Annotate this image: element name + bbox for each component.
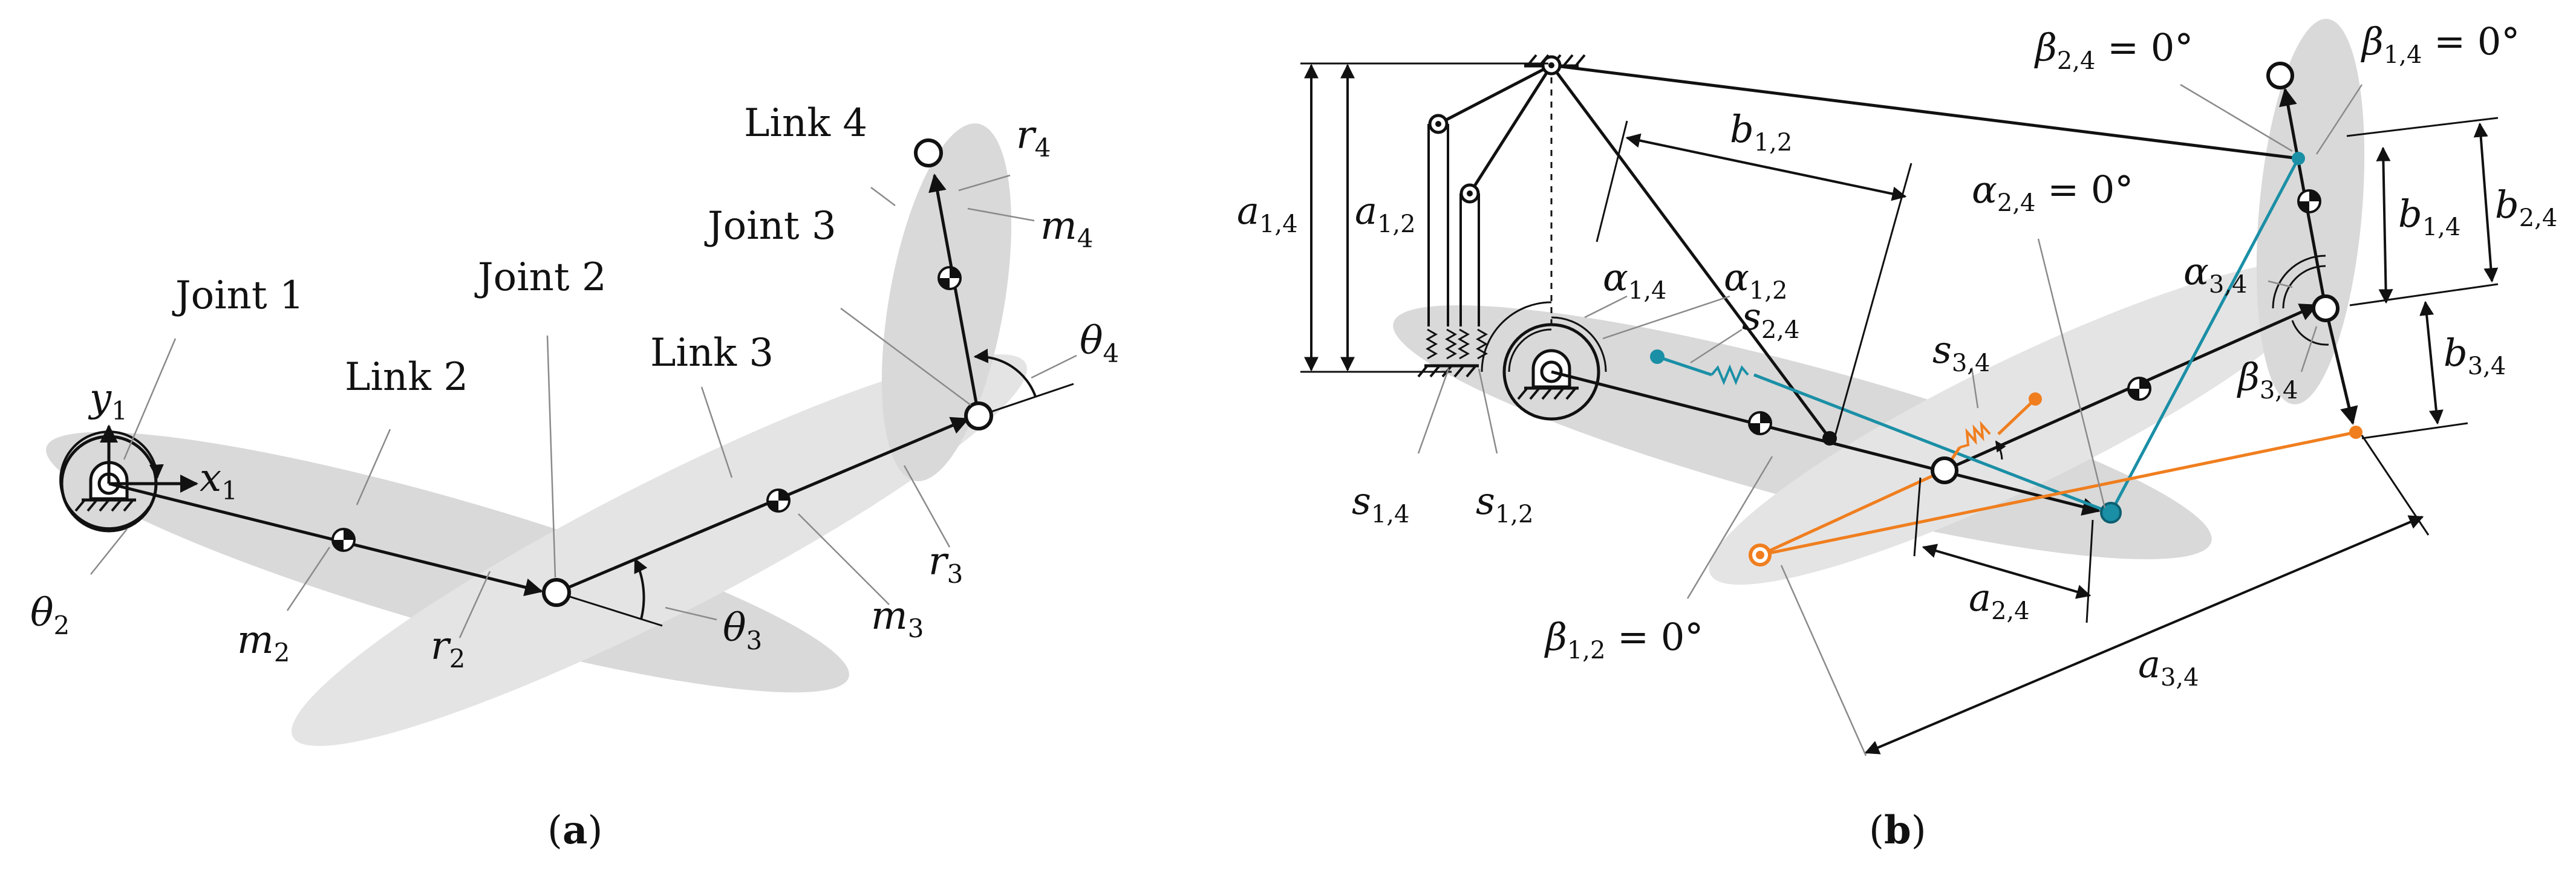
label-r4: r4 <box>1016 113 1051 163</box>
m4-com-b <box>2297 189 2321 213</box>
panel-b: a1,4 a1,2 b1,2 α1,4 α1,2 s2,4 α2,4 = 0° … <box>1237 19 2557 853</box>
teal-upper <box>2109 157 2300 514</box>
r2-vector <box>108 482 543 597</box>
spring-s14 <box>1425 124 1458 360</box>
label-m4: m4 <box>1040 204 1093 253</box>
m3-com <box>766 488 791 513</box>
label-beta14: β1,4 = 0° <box>2361 19 2520 69</box>
label-a34: a3,4 <box>2138 642 2199 692</box>
frame-diag <box>1550 64 1831 440</box>
label-s24: s2,4 <box>1742 294 1799 344</box>
teal-spring <box>1710 364 1749 386</box>
r3-vector <box>556 417 970 594</box>
panel-b-leaders <box>1417 83 2363 599</box>
teal-dot-top <box>2292 152 2305 165</box>
joint3-b <box>2312 294 2340 322</box>
alpha-small-arc <box>1995 440 2006 460</box>
label-beta12: β1,2 = 0° <box>1544 615 1703 664</box>
joint2-b <box>1931 456 1958 484</box>
label-alpha14: α1,4 <box>1603 255 1667 305</box>
m3-com-b <box>2127 377 2151 401</box>
label-a12: a1,2 <box>1355 189 1416 238</box>
m2-com <box>331 528 356 552</box>
label-joint1: Joint 1 <box>172 273 304 318</box>
caption-a: (a) <box>547 808 602 853</box>
joint3-arcs <box>2272 255 2329 346</box>
label-alpha24: α2,4 = 0° <box>1972 167 2133 217</box>
frame-top-line <box>1551 63 2299 160</box>
orange-dot-top <box>2029 392 2042 406</box>
frame-left-a <box>1437 63 1553 126</box>
alpha-arcs <box>1481 301 1607 372</box>
label-link4: Link 4 <box>744 101 867 146</box>
label-a14: a1,4 <box>1237 189 1298 238</box>
label-joint3: Joint 3 <box>704 204 836 248</box>
label-joint2: Joint 2 <box>474 255 607 300</box>
r4-vector <box>928 174 980 417</box>
spring-s12 <box>1457 193 1489 360</box>
label-s34: s3,4 <box>1932 328 1990 377</box>
label-link2: Link 2 <box>345 355 468 400</box>
theta4-arc <box>973 348 1037 397</box>
theta2-arc <box>59 430 164 530</box>
panel-a: Joint 1 Joint 2 Joint 3 Link 2 Link 3 Li… <box>30 101 1119 853</box>
theta3-reference <box>556 591 663 627</box>
joint2 <box>542 578 571 607</box>
orange-spring-tail <box>1997 398 2036 435</box>
m2-com-b <box>1748 411 1772 435</box>
label-theta2: θ2 <box>30 591 70 640</box>
orange-spring <box>1959 421 1991 449</box>
orange-dot-right <box>2349 426 2362 439</box>
label-b24: b2,4 <box>2495 183 2557 232</box>
label-s14: s1,4 <box>1352 479 1409 528</box>
label-beta24: β2,4 = 0° <box>2034 25 2193 75</box>
label-alpha12: α1,2 <box>1724 255 1788 305</box>
label-a24: a2,4 <box>1969 576 2030 625</box>
label-b34: b3,4 <box>2444 331 2506 380</box>
link4-down-vector <box>2324 308 2358 425</box>
theta3-arc <box>634 557 648 620</box>
link4-body <box>881 123 1012 481</box>
dimension-lines <box>1300 62 2499 756</box>
link3-body-b <box>1709 261 2332 585</box>
caption-b: (b) <box>1869 808 1926 853</box>
teal-spring-lead <box>1657 355 1712 377</box>
label-theta4: θ4 <box>1080 319 1119 368</box>
teal-spring-tail <box>1753 373 2111 514</box>
joint3 <box>964 401 993 430</box>
m4-com <box>937 266 962 290</box>
label-theta3: θ3 <box>723 606 762 655</box>
label-m3: m3 <box>871 594 924 643</box>
link4-tip <box>914 138 943 167</box>
frame-left-b <box>1468 64 1553 195</box>
panel-a-leaders <box>90 174 1077 638</box>
label-alpha34: α3,4 <box>2183 249 2248 299</box>
orange-lower-a <box>1759 469 1946 557</box>
label-link3: Link 3 <box>650 331 774 375</box>
label-r3: r3 <box>928 539 963 589</box>
label-b14: b1,4 <box>2398 192 2460 241</box>
label-r2: r2 <box>431 624 465 673</box>
orange-lower-b <box>1759 430 2356 557</box>
label-s12: s1,2 <box>1476 479 1533 528</box>
label-beta34: β3,4 <box>2237 355 2298 404</box>
label-m2: m2 <box>237 618 290 667</box>
label-b12: b1,2 <box>1730 107 1792 157</box>
link4-tip-b <box>2266 62 2294 89</box>
label-y1: y1 <box>88 376 128 426</box>
label-x1: x1 <box>200 456 238 505</box>
theta4-reference <box>978 383 1074 417</box>
teal-dot-start <box>1650 349 1665 364</box>
